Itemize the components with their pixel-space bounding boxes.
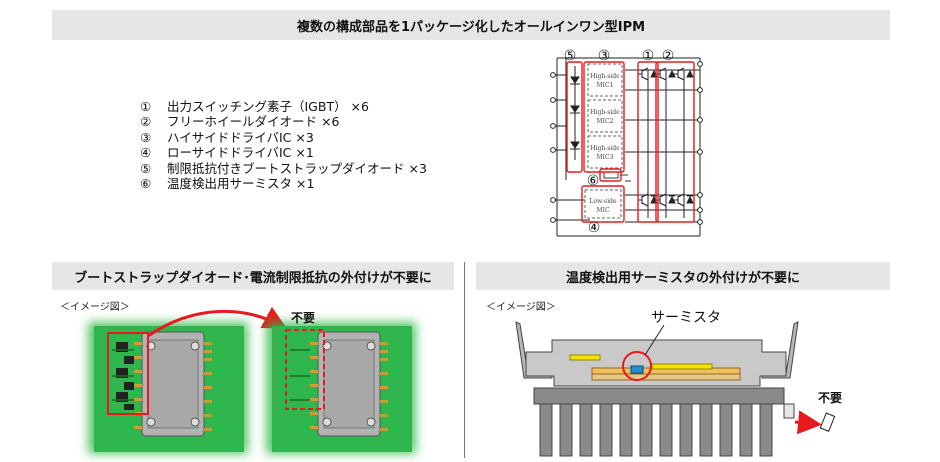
section-divider [464, 262, 465, 458]
hvic3-label: MIC3 [597, 154, 614, 161]
header-title-band: 複数の構成部品を1パッケージ化したオールインワン型IPM [52, 10, 890, 40]
pcb-board-before [88, 322, 248, 454]
legend-number: ③ [140, 129, 152, 145]
thermistor-symbol [603, 171, 631, 182]
callout-2: ② [662, 48, 675, 64]
legend-number: ① [140, 99, 152, 114]
pcb-board-after [266, 322, 416, 454]
hvic2-label: MIC2 [597, 118, 614, 125]
callout-4: ④ [588, 220, 601, 236]
schematic-highlight-boxes [566, 61, 695, 223]
hvic1-label: MIC1 [597, 82, 614, 89]
hvic1-label: High-side [590, 73, 620, 80]
legend-text: 温度検出用サーミスタ ×1 [167, 176, 315, 192]
legend-item: ① 出力スイッチング素子（IGBT） ×6 [140, 99, 427, 114]
right-section-title: 温度検出用サーミスタの外付けが不要に [565, 270, 800, 286]
right-image-note: ＜イメージ図＞ [486, 302, 556, 313]
legend-text: ハイサイドドライバIC ×3 [167, 129, 314, 145]
legend-item: ③ ハイサイドドライバIC ×3 [140, 130, 427, 145]
legend-text: フリーホイールダイオード ×6 [167, 114, 340, 130]
freewheel-diode-symbols [650, 69, 694, 204]
pin-terminals [550, 61, 703, 225]
left-section-title-band: ブートストラップダイオード･電流制限抵抗の外付けが不要に [52, 262, 454, 290]
hvic2-label: High-side [590, 109, 620, 116]
callout-5: ⑤ [564, 48, 577, 64]
transfer-arrow [147, 306, 288, 338]
page-title: 複数の構成部品を1パッケージ化したオールインワン型IPM [296, 19, 646, 35]
left-image-note: ＜イメージ図＞ [60, 302, 130, 313]
left-unneeded-label: 不要 [291, 310, 315, 325]
lvic-label: Low-side [589, 198, 617, 205]
bootstrap-diodes [570, 66, 580, 160]
callout-3: ③ [598, 48, 611, 64]
legend-item: ⑤ 制限抵抗付きブートストラップダイオード ×3 [140, 161, 427, 176]
callout-6: ⑥ [587, 173, 600, 189]
hvic-boxes [587, 63, 623, 169]
module-cross-section [515, 321, 836, 457]
external-bootstrap-parts [112, 342, 134, 410]
legend-text: 制限抵抗付きブートストラップダイオード ×3 [167, 160, 427, 176]
left-section-title: ブートストラップダイオード･電流制限抵抗の外付けが不要に [74, 270, 432, 286]
legend-text: 出力スイッチング素子（IGBT） ×6 [167, 99, 369, 114]
lvic-box [584, 189, 622, 219]
legend-number: ② [140, 114, 152, 130]
legend-item: ② フリーホイールダイオード ×6 [140, 114, 427, 129]
hvic3-label: High-side [590, 145, 620, 152]
right-unneeded-label: 不要 [818, 390, 842, 405]
legend-number: ⑤ [140, 160, 152, 176]
legend-number: ④ [140, 145, 152, 161]
legend-text: ローサイドドライバIC ×1 [167, 145, 314, 161]
callout-1: ① [642, 48, 655, 64]
right-section-title-band: 温度検出用サーミスタの外付けが不要に [476, 262, 890, 290]
legend-number: ⑥ [140, 176, 152, 192]
igbt-symbols [638, 67, 685, 207]
legend-item: ④ ローサイドドライバIC ×1 [140, 145, 427, 160]
legend-item: ⑥ 温度検出用サーミスタ ×1 [140, 176, 427, 191]
thermistor-label: サーミスタ [651, 310, 721, 326]
lvic-label: MIC [596, 207, 610, 214]
